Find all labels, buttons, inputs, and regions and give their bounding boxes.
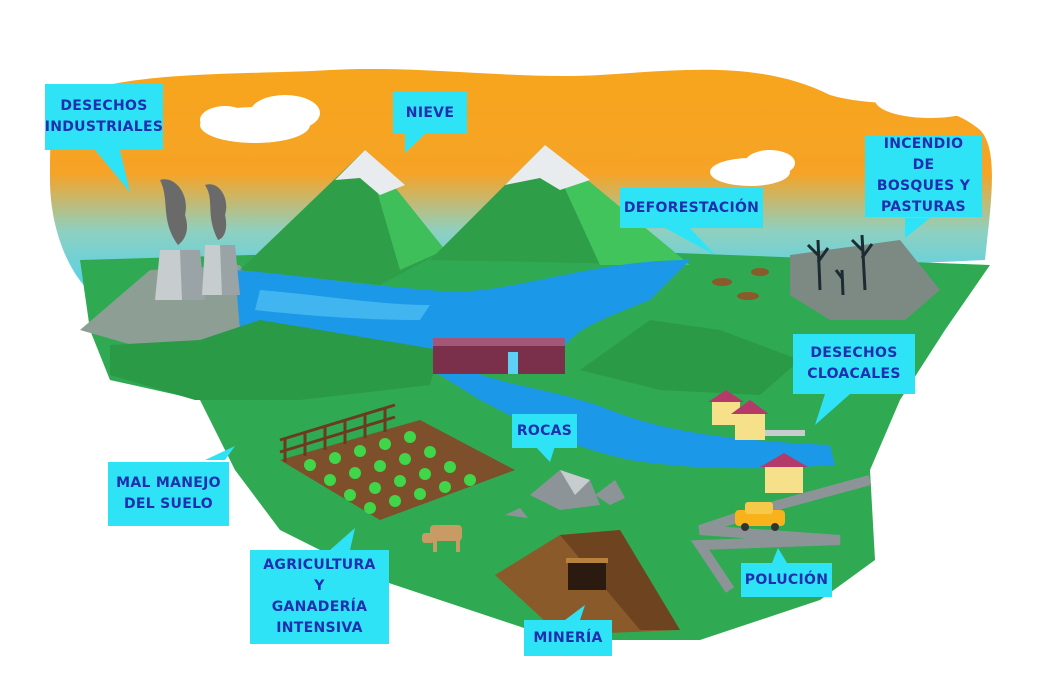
label-mineria: MINERÍA [524,620,612,656]
callout-tail [665,228,715,255]
fence [279,403,396,462]
cow [422,525,462,552]
cloud [200,95,320,143]
mountain-left [240,150,445,285]
tree-stumps [712,268,769,300]
cloud [875,72,985,118]
callout-tail [815,394,850,425]
callout-tail [405,134,425,153]
road [690,475,872,593]
cloud [710,150,795,186]
snow-cap [505,145,590,190]
label-agricultura: AGRICULTURA Y GANADERÍA INTENSIVA [250,550,389,644]
callout-tail [905,218,930,238]
callout-tail [205,446,235,460]
rocks [505,470,625,518]
callout-tail [330,528,355,550]
hill [580,320,800,395]
mine-entrance [568,560,606,590]
label-deforestacion: DEFORESTACIÓN [620,188,763,228]
label-nieve: NIEVE [393,92,467,134]
label-desechos-cloacales: DESECHOS CLOACALES [793,334,915,394]
callout-tail [565,605,585,620]
label-rocas: ROCAS [512,414,577,448]
callout-tail [535,446,555,462]
car [735,502,785,531]
houses [708,390,808,493]
label-mal-manejo: MAL MANEJO DEL SUELO [108,462,229,526]
burnt-trees [806,234,874,296]
snow-cap [335,150,405,195]
factory [155,179,240,300]
label-desechos-industriales: DESECHOS INDUSTRIALES [45,84,163,150]
hill [110,320,440,400]
label-polucion: POLUCIÓN [741,563,832,597]
callout-tail [95,150,130,192]
crops [304,431,476,514]
label-incendio: INCENDIO DE BOSQUES Y PASTURAS [865,135,982,217]
crop-field [280,420,515,520]
